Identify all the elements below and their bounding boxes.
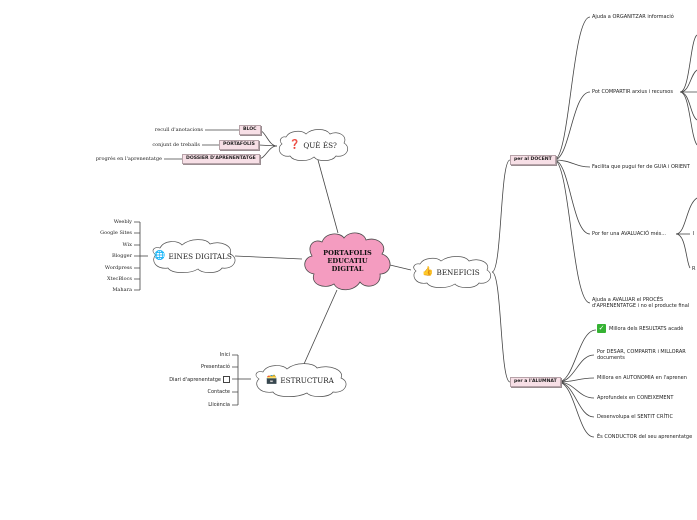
structure-llicencia[interactable]: Llicència (208, 402, 230, 408)
branch-eines-digitals[interactable]: 🌐EINES DIGITALS (148, 238, 238, 274)
structure-contacte[interactable]: Contacte (207, 389, 230, 395)
structure-inici[interactable]: Inici (219, 352, 230, 358)
alumnat-autonomia[interactable]: Millora en AUTONOMIA en l'aprenen (597, 375, 687, 381)
que-es-label: QUÈ ÉS? (303, 140, 337, 150)
branch-estructura[interactable]: 🗃️ESTRUCTURA (251, 362, 349, 398)
thumbs-up-icon: 👍 (422, 267, 434, 277)
alumnat-resultats[interactable]: ✓Millora dels RESULTATS acadè (597, 324, 683, 333)
branch-beneficis[interactable]: 👍BENEFICIS (409, 255, 493, 289)
branch-que-es[interactable]: ❓QUÈ ÉS? (276, 128, 350, 162)
tool-wix[interactable]: Wix (122, 242, 132, 248)
eines-cloud-shape (152, 239, 236, 273)
estructura-cloud-shape (255, 363, 347, 397)
tag-portafolis[interactable]: PORTAFOLIS (219, 140, 259, 150)
tool-xtecblocs[interactable]: XtecBlocs (107, 276, 132, 282)
alumnat-resultats-label: Millora dels RESULTATS acadè (609, 326, 684, 332)
structure-diari-label: Diari d'aprenentatge (169, 377, 221, 383)
avaluacio-sub-i[interactable]: I (693, 231, 695, 237)
tag-per-a-l-alumnat[interactable]: per a l'ALUMNAT (510, 377, 561, 387)
tag-per-al-docent[interactable]: per al DOCENT (510, 155, 556, 165)
desc-bloc: recull d'anotacions (154, 127, 203, 133)
card-file-box-icon: 🗃️ (266, 375, 278, 385)
avaluacio-sub-r[interactable]: R (692, 266, 696, 272)
structure-diari[interactable]: Diari d'aprenentatge (169, 376, 230, 383)
question-mark-icon: ❓ (289, 140, 301, 150)
alumnat-desar[interactable]: Por DESAR, COMPARTIR i MILLORAR document… (597, 349, 686, 361)
check-mark-icon: ✓ (597, 324, 606, 333)
tool-wordpress[interactable]: Wordpress (104, 265, 132, 271)
tag-bloc[interactable]: BLOC (239, 125, 261, 135)
tag-dossier[interactable]: DOSSIER D'APRENENTATGE (182, 154, 260, 164)
alumnat-conductor[interactable]: És CONDUCTOR del seu aprenentatge (597, 434, 693, 440)
alumnat-critic[interactable]: Desenvolupa el SENTIT CRÍTIC (597, 414, 673, 420)
external-link-icon[interactable] (223, 376, 230, 383)
tool-weebly[interactable]: Weebly (113, 219, 132, 225)
center-cloud-shape (304, 232, 391, 291)
desc-dossier: progrés en l'aprenentatge (95, 156, 162, 162)
que-es-cloud-shape (278, 129, 348, 161)
center-label: PORTAFOLIS EDUCATIU DIGITAL (323, 249, 372, 273)
estructura-label: ESTRUCTURA (280, 375, 334, 385)
tool-blogger[interactable]: Blogger (111, 253, 132, 259)
docent-proces[interactable]: Ajuda a AVALUAR el PROCÉS d'APRENENTATGE… (592, 297, 690, 309)
docent-compartir[interactable]: Pot COMPARTIR arxius i recursos (592, 89, 673, 95)
eines-label: EINES DIGITALS (168, 251, 232, 261)
docent-organitzar[interactable]: Ajuda a ORGANITZAR informació (592, 14, 674, 20)
beneficis-cloud-shape (413, 256, 491, 288)
desc-portafolis: conjunt de treballs (152, 142, 200, 148)
structure-presentacio[interactable]: Presentació (200, 364, 230, 370)
globe-icon: 🌐 (154, 251, 166, 261)
tool-google-sites[interactable]: Google Sites (100, 230, 132, 236)
alumnat-coneixement[interactable]: Aprofundeix en CONEIXEMENT (597, 395, 674, 401)
tool-mahara[interactable]: Mahara (112, 287, 132, 293)
docent-guia[interactable]: Facilita que pugui fer de GUIA i ORIENT (592, 164, 690, 170)
beneficis-label: BENEFICIS (436, 267, 480, 277)
center-topic[interactable]: PORTAFOLIS EDUCATIU DIGITAL (300, 230, 395, 292)
docent-avaluacio[interactable]: Por fer una AVALUACIÓ més... (592, 231, 666, 237)
